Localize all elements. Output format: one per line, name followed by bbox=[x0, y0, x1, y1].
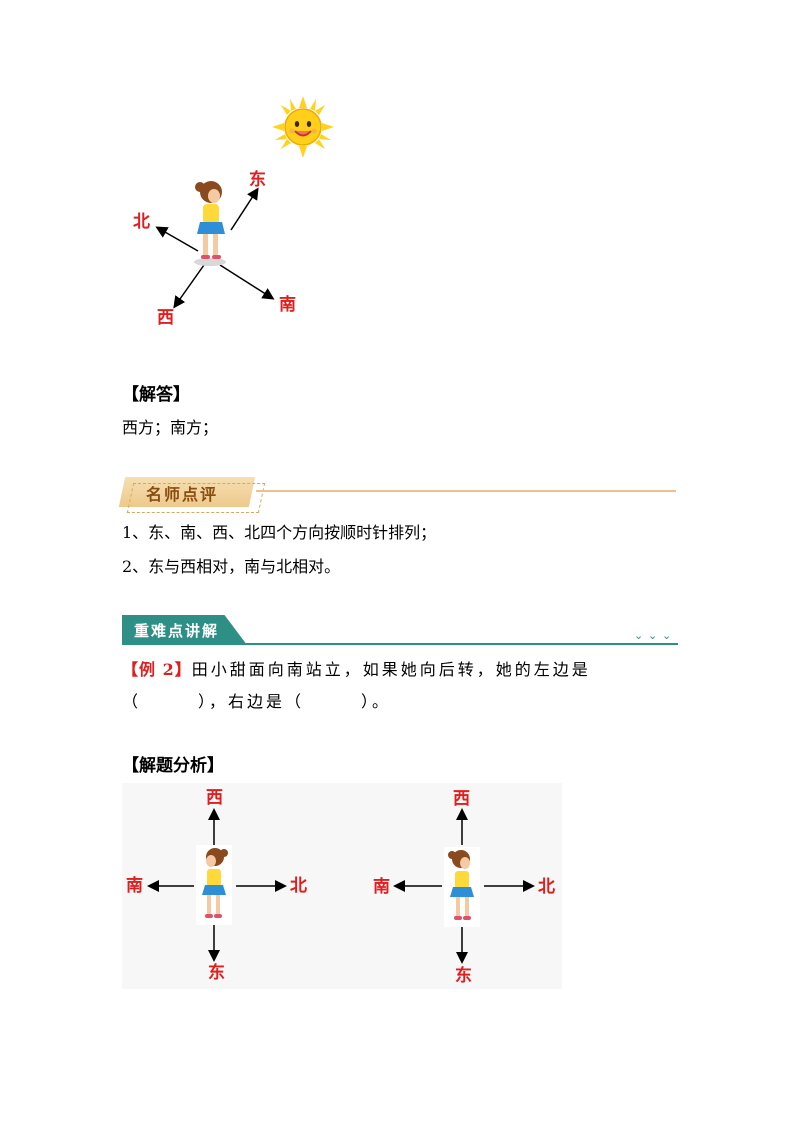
answer-text: 西方；南方； bbox=[122, 418, 219, 437]
analysis-diagram-panel: 西 南 北 东 西 南 北 东 bbox=[122, 783, 562, 989]
chevron-down-icon: ⌄ bbox=[634, 629, 644, 642]
key-points-banner: 重难点讲解 ⌄ ⌄ ⌄ bbox=[122, 615, 678, 647]
key-points-title: 重难点讲解 bbox=[134, 622, 220, 640]
south-arrow bbox=[219, 264, 275, 300]
direction-label-south: 南 bbox=[279, 295, 296, 315]
comment-point-2: 2、东与西相对，南与北相对。 bbox=[122, 557, 341, 576]
example-label: 【例 2】 bbox=[122, 660, 192, 679]
direction-label-north: 北 bbox=[133, 212, 150, 232]
west-arrow bbox=[173, 264, 205, 309]
direction-label-west: 西 bbox=[157, 308, 174, 328]
analysis-arrows bbox=[147, 808, 535, 964]
girl-figure-icon bbox=[194, 181, 226, 266]
example-line-2: （ ），右边是（ ）。 bbox=[122, 692, 392, 711]
analysis-left-right-label: 北 bbox=[290, 876, 307, 896]
answer-heading: 【解答】 bbox=[122, 385, 190, 405]
analysis-left-bottom-label: 东 bbox=[208, 963, 225, 983]
analysis-right-right-label: 北 bbox=[538, 877, 555, 897]
girl-figure-icon bbox=[444, 847, 480, 927]
analysis-heading: 【解题分析】 bbox=[122, 756, 224, 776]
girl-figure-icon bbox=[196, 845, 232, 925]
direction-label-east: 东 bbox=[249, 170, 266, 190]
analysis-right-left-label: 南 bbox=[373, 877, 390, 897]
analysis-right-top-label: 西 bbox=[453, 789, 470, 809]
sun-icon bbox=[272, 96, 334, 158]
analysis-right-bottom-label: 东 bbox=[455, 966, 472, 986]
east-arrow bbox=[230, 187, 259, 231]
example-2-question: 【例 2】田小甜面向南站立，如果她向后转，她的左边是 （ ），右边是（ ）。 bbox=[122, 654, 678, 718]
teacher-comment-banner: 名师点评 bbox=[118, 475, 680, 513]
chevron-down-icon: ⌄ bbox=[648, 629, 658, 642]
north-arrow bbox=[155, 226, 199, 252]
analysis-left-top-label: 西 bbox=[206, 788, 223, 808]
comment-point-1: 1、东、南、西、北四个方向按顺时针排列； bbox=[122, 523, 437, 542]
direction-arrows-1 bbox=[155, 187, 275, 309]
example-line-1: 田小甜面向南站立，如果她向后转，她的左边是 bbox=[191, 660, 591, 679]
direction-diagram-1: 东 北 西 南 bbox=[120, 90, 360, 340]
teacher-comment-title: 名师点评 bbox=[146, 485, 219, 504]
chevron-down-icon: ⌄ bbox=[662, 629, 672, 642]
analysis-left-left-label: 南 bbox=[126, 876, 143, 896]
